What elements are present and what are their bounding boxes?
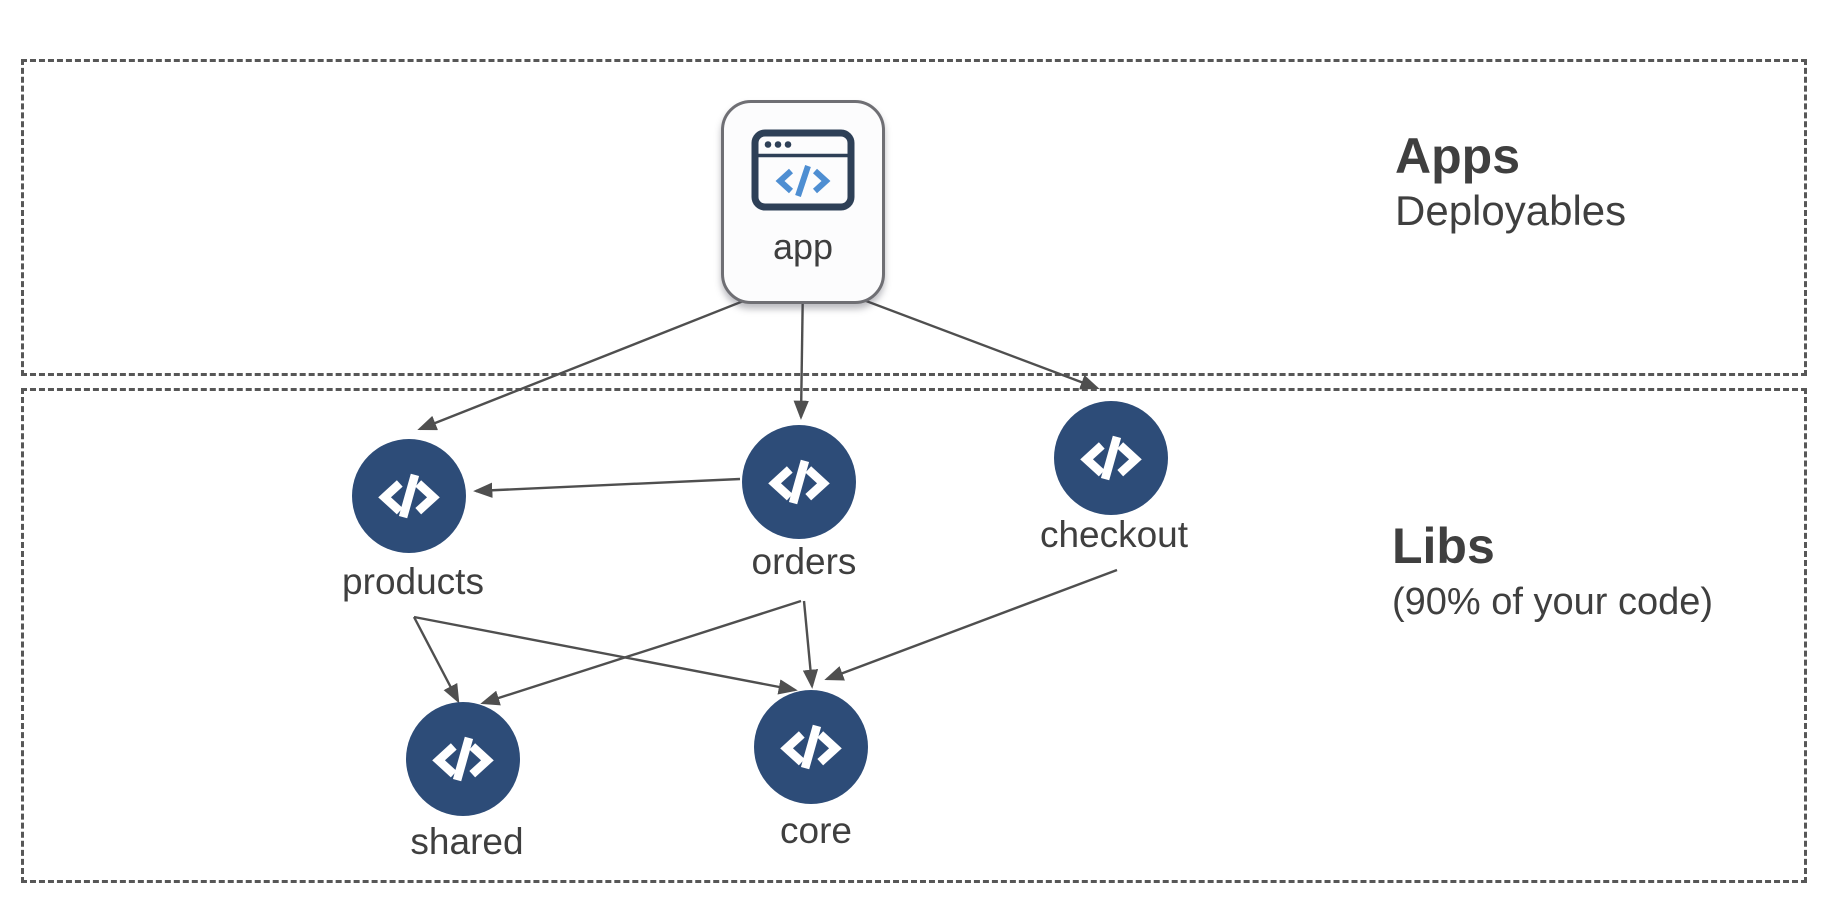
node-core-label: core: [780, 810, 852, 851]
edge-products-core: [413, 615, 798, 695]
libs-section-label: Libs (90% of your code): [1392, 518, 1713, 625]
edge-app-products: [417, 279, 795, 431]
code-icon: [780, 724, 842, 770]
node-orders: [742, 425, 856, 539]
apps-section-subtitle: Deployables: [1395, 187, 1627, 234]
node-app: app: [721, 100, 885, 304]
browser-code-icon: [751, 129, 855, 211]
edge-checkout-core: [824, 568, 1118, 681]
code-icon: [1080, 435, 1142, 481]
code-icon: [378, 473, 440, 519]
edge-orders-core: [802, 600, 819, 689]
code-icon: [768, 459, 830, 505]
code-icon: [432, 736, 494, 782]
libs-section-title: Libs: [1392, 518, 1495, 574]
libs-section-subtitle: (90% of your code): [1392, 581, 1714, 623]
node-products-label: products: [342, 561, 484, 602]
edge-products-shared: [412, 616, 460, 704]
node-checkout: [1054, 401, 1168, 515]
node-app-label: app: [772, 226, 834, 267]
node-shared: [406, 702, 520, 816]
libs-section-box: [21, 388, 1807, 883]
apps-section-box: [21, 59, 1807, 376]
node-orders-label: orders: [751, 541, 857, 582]
edge-orders-shared: [480, 599, 802, 706]
node-core: [754, 690, 868, 804]
node-products: [352, 439, 466, 553]
edge-orders-products: [473, 477, 741, 498]
node-shared-label: shared: [410, 821, 524, 862]
apps-section-title: Apps: [1395, 128, 1520, 184]
apps-section-label: Apps Deployables: [1395, 128, 1626, 235]
node-checkout-label: checkout: [1039, 514, 1189, 555]
